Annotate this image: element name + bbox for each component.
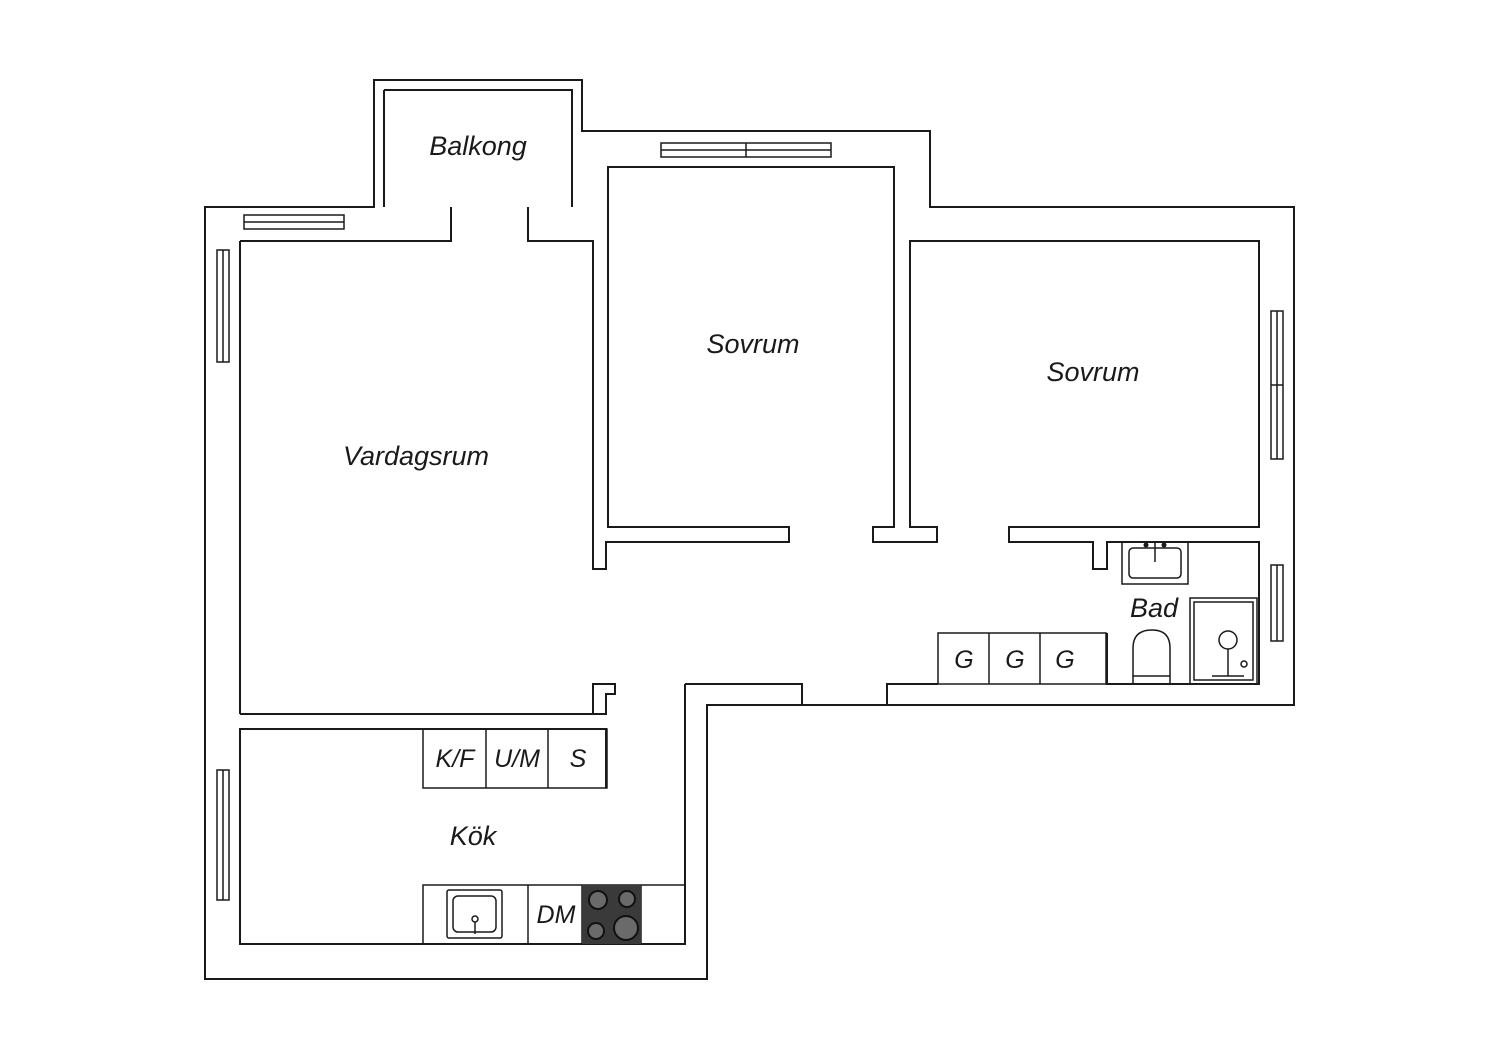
bedroom-2-label: Sovrum: [1046, 357, 1139, 387]
dishwasher-label: DM: [537, 901, 576, 929]
wardrobe-label-1: G: [954, 646, 973, 674]
living-room-walls: [239, 166, 1260, 715]
kitchen-sink-icon: [446, 889, 503, 939]
balcony: [383, 89, 573, 207]
bathroom-label: Bad: [1130, 593, 1179, 623]
living-room-label: Vardagsrum: [343, 441, 489, 471]
microwave-oven-label: U/M: [494, 745, 540, 773]
bedroom-1-label: Sovrum: [706, 329, 799, 359]
fridge-freezer-label: K/F: [436, 745, 477, 773]
kitchen-upper-units: [422, 728, 608, 789]
kitchen-label: Kök: [450, 821, 498, 851]
storage-label: S: [570, 745, 587, 773]
bathroom-sink-icon: [1121, 541, 1189, 585]
wardrobes: [937, 632, 1107, 685]
shower-icon: [1189, 597, 1258, 685]
stove-icon: [582, 885, 641, 944]
outer-walls: [204, 79, 1295, 980]
windows: [216, 142, 1284, 901]
wardrobe-label-2: G: [1005, 646, 1024, 674]
balcony-label: Balkong: [429, 131, 527, 161]
wardrobe-label-3: G: [1055, 646, 1074, 674]
toilet-icon: [1132, 629, 1171, 685]
